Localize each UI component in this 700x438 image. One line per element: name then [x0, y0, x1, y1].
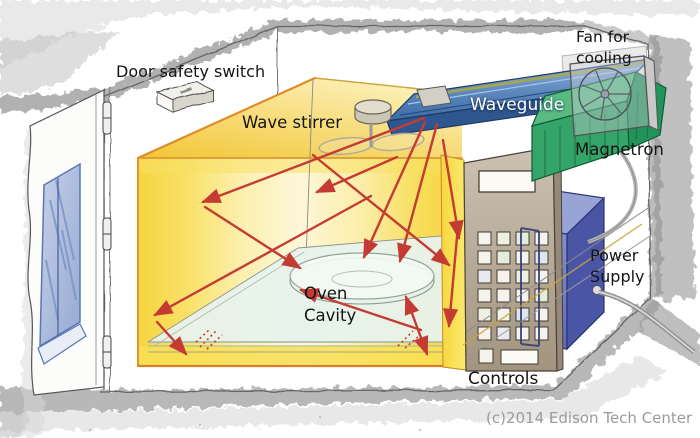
waveguide-feed-box — [416, 85, 452, 108]
door-window-glass — [39, 162, 81, 348]
turntable-plate — [289, 252, 435, 305]
door-safety-switch-shape — [155, 81, 215, 113]
outer-case-lines — [99, 25, 651, 393]
magnetron-wire — [587, 150, 638, 244]
microwave-arrows — [153, 116, 464, 357]
oven-door — [27, 89, 112, 396]
hidden-case-edges — [462, 207, 651, 359]
door-window-sill — [37, 323, 87, 365]
controls-panel — [462, 146, 651, 372]
cooling-fan-shape — [569, 55, 659, 137]
display-window — [478, 170, 536, 193]
floor-speckles — [88, 415, 422, 432]
door-hinges — [102, 101, 112, 369]
scatter-dots — [195, 329, 420, 350]
power-supply-wireframe — [520, 227, 540, 347]
power-cord — [598, 289, 696, 354]
